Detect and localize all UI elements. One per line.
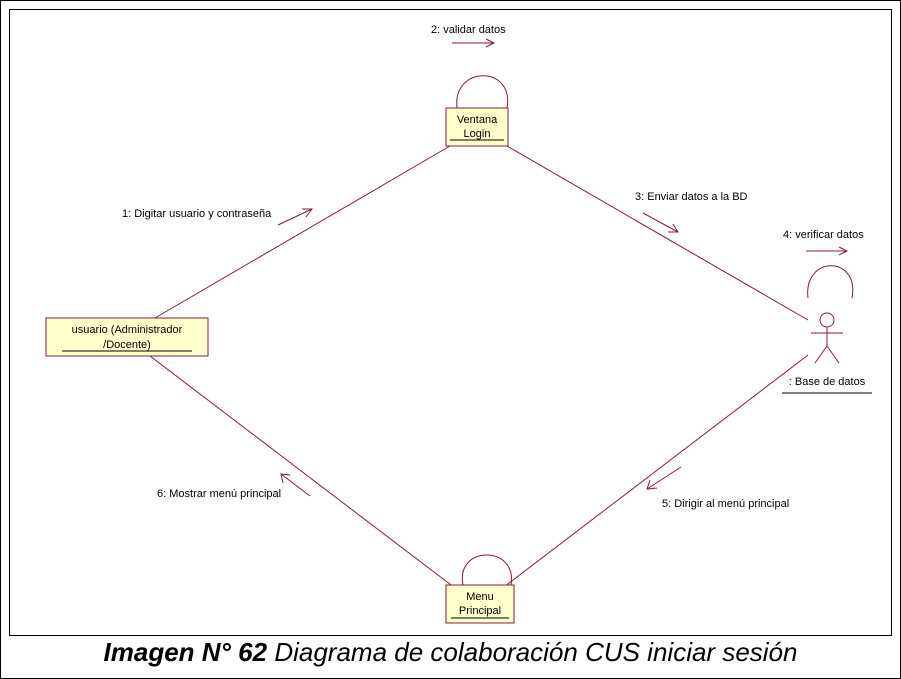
- arrow-msg-4: [806, 246, 849, 256]
- message-label-4: 4: verificar datos: [783, 229, 864, 241]
- arrow-msg-6: [280, 473, 311, 497]
- object-menu-line1: Menu: [466, 591, 494, 603]
- message-label-2: 2: validar datos: [431, 24, 506, 36]
- diagram-canvas-border: [9, 9, 892, 636]
- arrow-msg-2: [452, 38, 496, 48]
- object-usuario: usuario (Administrador /Docente): [45, 317, 209, 357]
- object-ventana-login: Ventana Login: [445, 107, 509, 147]
- message-label-5: 5: Dirigir al menú principal: [662, 498, 789, 510]
- self-loop-menu: [461, 554, 512, 586]
- link-ventana-basedatos: [506, 145, 809, 321]
- link-usuario-menu: [149, 355, 456, 589]
- arrow-msg-1: [277, 208, 313, 226]
- figure-caption: Imagen N° 62 Diagrama de colaboración CU…: [0, 637, 901, 668]
- actor-icon: [819, 312, 835, 328]
- object-usuario-line2: /Docente): [103, 339, 151, 351]
- link-menu-basedatos: [499, 354, 809, 591]
- arrow-msg-3: [642, 212, 679, 233]
- object-usuario-line1: usuario (Administrador: [72, 324, 183, 336]
- actor-label: : Base de datos: [789, 376, 866, 388]
- object-ventana-line1: Ventana: [457, 114, 498, 126]
- object-ventana-line2: Login: [464, 128, 491, 140]
- message-label-1: 1: Digitar usuario y contraseña: [122, 208, 272, 220]
- actor-base-de-datos: [811, 312, 843, 364]
- object-menu-line2: Principal: [459, 605, 501, 617]
- object-menu-principal: Menu Principal: [445, 584, 515, 624]
- link-usuario-ventana: [154, 145, 451, 319]
- message-label-3: 3: Enviar datos a la BD: [635, 191, 748, 203]
- arrow-msg-5: [646, 466, 682, 490]
- caption-text: Diagrama de colaboración CUS iniciar ses…: [267, 637, 798, 667]
- message-label-6: 6: Mostrar menú principal: [157, 488, 281, 500]
- self-loop-ventana: [456, 75, 509, 109]
- caption-number: Imagen N° 62: [103, 637, 268, 667]
- self-loop-basedatos: [807, 265, 854, 299]
